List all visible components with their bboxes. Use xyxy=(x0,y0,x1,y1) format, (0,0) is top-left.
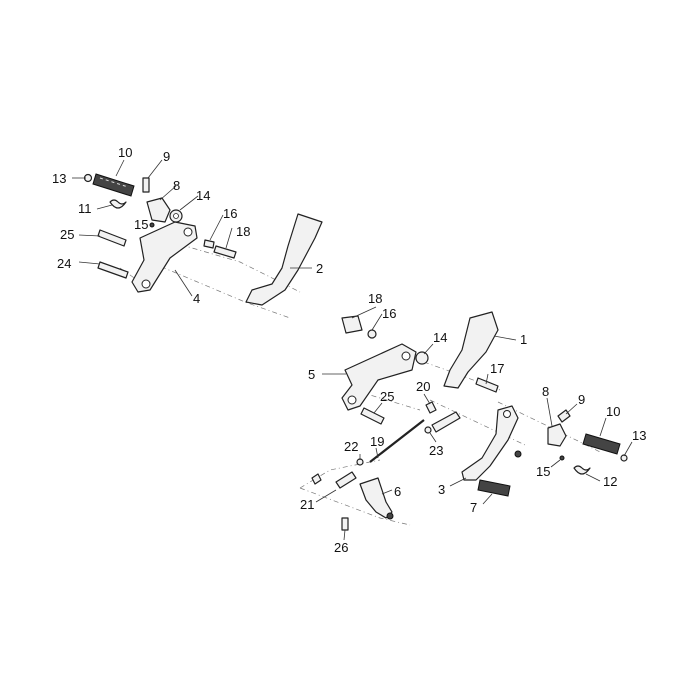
footpeg-holder-8-lower xyxy=(547,423,567,447)
callout-24: 24 xyxy=(57,256,71,271)
leader-lines xyxy=(72,159,633,541)
left-footpeg-assembly xyxy=(83,173,323,306)
callout-9-upper: 9 xyxy=(163,149,170,164)
callout-5: 5 xyxy=(308,367,315,382)
washer-14-lower xyxy=(415,351,429,365)
callout-18-upper: 18 xyxy=(236,224,250,239)
pin-21 xyxy=(311,473,322,485)
callout-19: 19 xyxy=(370,434,384,449)
footrest-bracket-5 xyxy=(341,343,417,411)
callout-23: 23 xyxy=(429,443,443,458)
callout-11: 11 xyxy=(78,201,92,216)
callout-1: 1 xyxy=(520,332,527,347)
washer-16-upper xyxy=(203,239,215,249)
callout-10-lower: 10 xyxy=(606,404,620,419)
nut-23 xyxy=(424,426,432,434)
callout-numbers: 10 9 13 8 14 11 15 16 25 18 2 24 4 18 16… xyxy=(52,145,646,555)
callout-7: 7 xyxy=(470,500,477,515)
nut-13-lower xyxy=(620,454,628,462)
ball-15-upper xyxy=(149,222,155,228)
footrest-bracket-4 xyxy=(131,221,198,293)
spring-11 xyxy=(109,199,127,209)
heel-guard-1 xyxy=(443,311,499,389)
bushing-21 xyxy=(335,471,357,489)
heel-guard-2 xyxy=(245,213,323,306)
ball-15-lower xyxy=(559,455,565,461)
callout-8-lower: 8 xyxy=(542,384,549,399)
bolt-24 xyxy=(97,261,129,279)
callout-21: 21 xyxy=(300,497,314,512)
bolt-25-upper xyxy=(97,229,127,247)
pin-9-upper xyxy=(142,177,150,193)
brake-rod-19 xyxy=(369,419,425,463)
callout-25-lower: 25 xyxy=(380,389,394,404)
washer-16-lower xyxy=(367,329,377,339)
callout-17: 17 xyxy=(490,361,504,376)
callout-10-upper: 10 xyxy=(118,145,132,160)
callout-20: 20 xyxy=(416,379,430,394)
right-footpeg-assembly xyxy=(311,311,628,531)
callout-26: 26 xyxy=(334,540,348,555)
footpeg-rubber-lower xyxy=(582,433,621,455)
callout-16-lower: 16 xyxy=(382,306,396,321)
callout-13-lower: 13 xyxy=(632,428,646,443)
callout-3: 3 xyxy=(438,482,445,497)
callout-16-upper: 16 xyxy=(223,206,237,221)
shaft-23 xyxy=(431,411,461,433)
callout-14-upper: 14 xyxy=(196,188,210,203)
callout-13-upper: 13 xyxy=(52,171,66,186)
bolt-17 xyxy=(475,377,499,393)
callout-22: 22 xyxy=(344,439,358,454)
brake-pedal-3 xyxy=(461,405,519,481)
bolt-18-lower xyxy=(341,315,363,334)
footpeg-rubber-upper xyxy=(92,173,135,197)
pin-26 xyxy=(341,517,349,531)
callout-6: 6 xyxy=(394,484,401,499)
callout-8-upper: 8 xyxy=(173,178,180,193)
callout-4: 4 xyxy=(193,291,200,306)
callout-14-lower: 14 xyxy=(433,330,447,345)
spring-12 xyxy=(573,465,591,475)
bolt-25-lower xyxy=(360,407,385,425)
footpeg-holder-8-upper xyxy=(146,197,171,223)
callout-2: 2 xyxy=(316,261,323,276)
nut-6 xyxy=(386,512,394,520)
callout-12: 12 xyxy=(603,474,617,489)
nut-pedal xyxy=(514,450,522,458)
callout-9-lower: 9 xyxy=(578,392,585,407)
callout-15-upper: 15 xyxy=(134,217,148,232)
bolt-18-upper xyxy=(213,245,237,259)
callout-18-lower: 18 xyxy=(368,291,382,306)
pin-20 xyxy=(425,401,437,414)
lever-6 xyxy=(359,477,393,519)
callout-15-lower: 15 xyxy=(536,464,550,479)
pedal-rubber-7 xyxy=(477,479,511,497)
callout-25-upper: 25 xyxy=(60,227,74,242)
